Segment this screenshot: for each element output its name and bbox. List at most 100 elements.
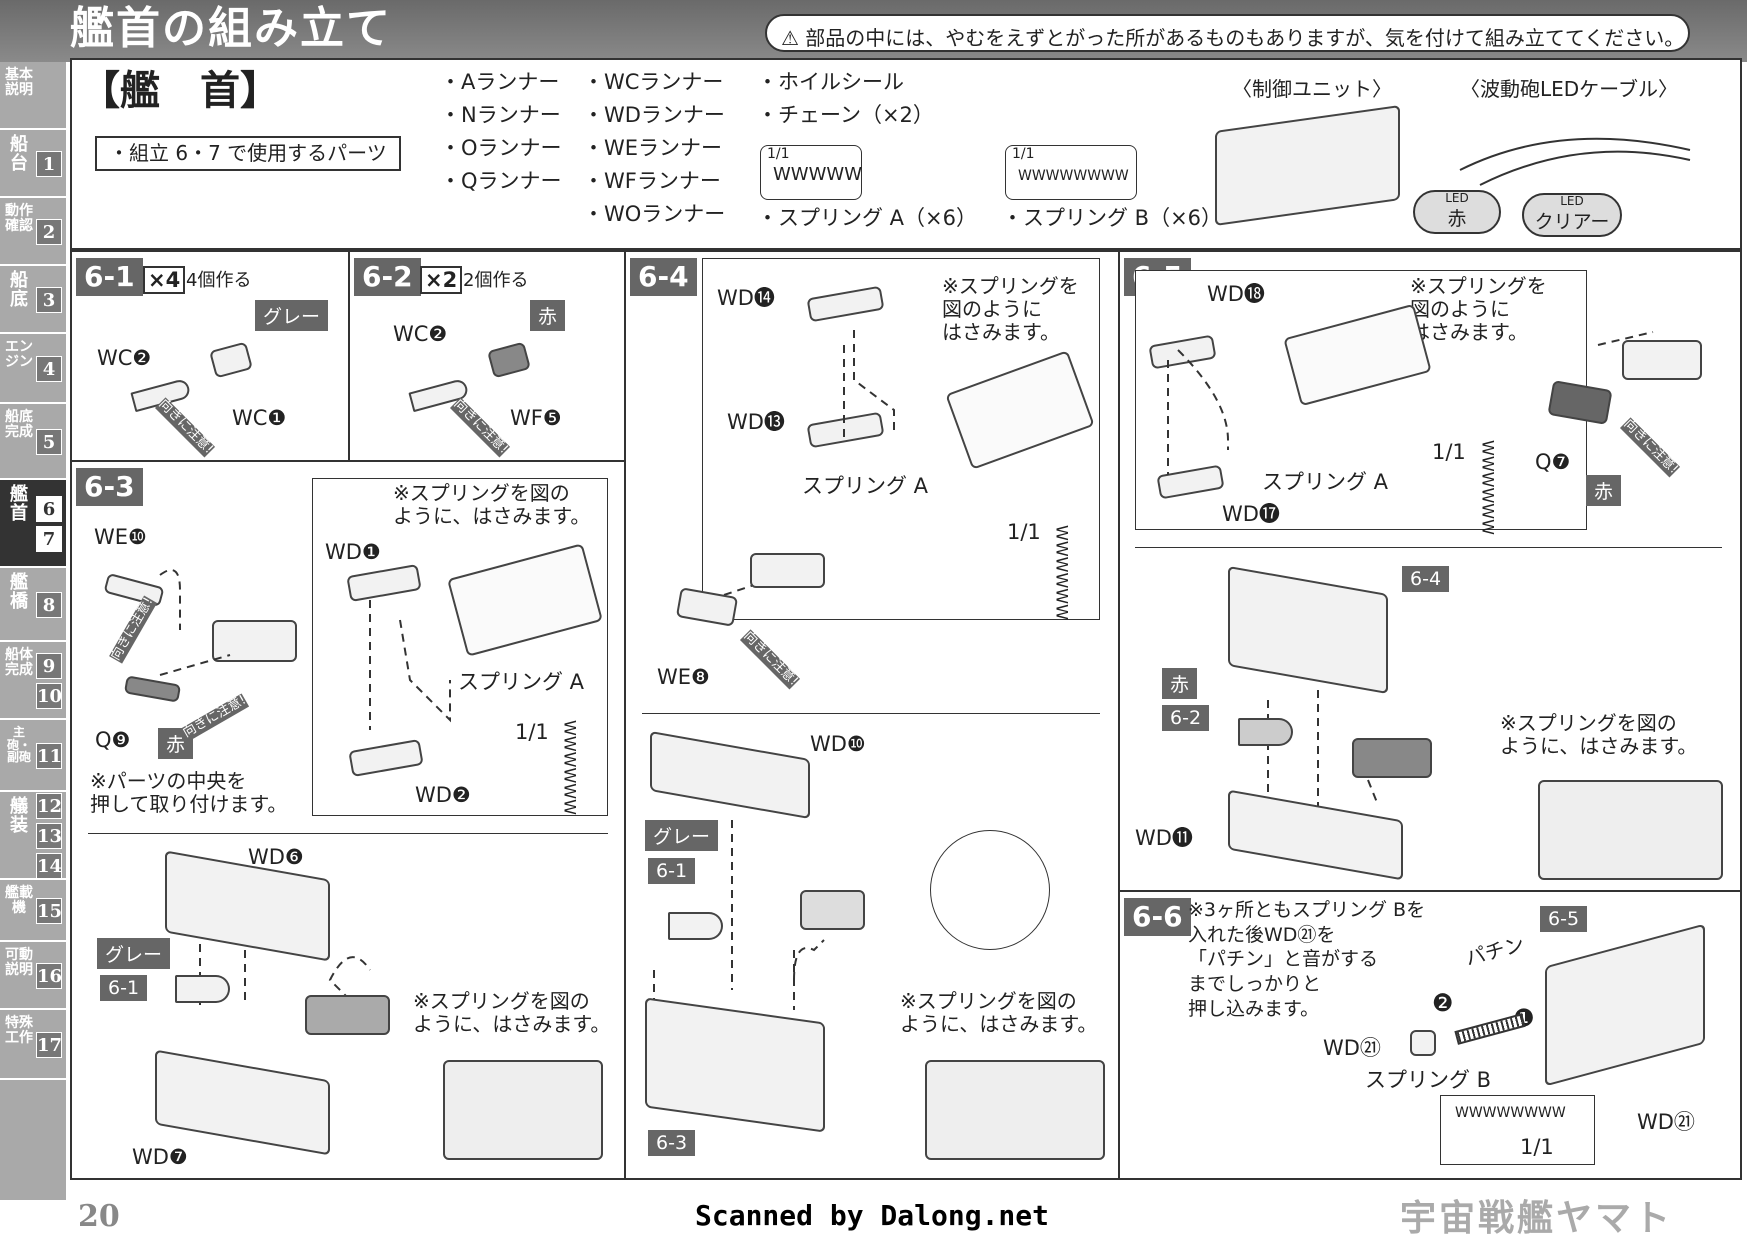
part-drawing	[305, 995, 390, 1035]
sidebar-item-label: 動作確認	[5, 203, 33, 234]
part-label: WD❿	[810, 732, 866, 756]
part-label: Q❼	[1535, 450, 1571, 474]
spring-detail-drawing	[443, 1060, 603, 1160]
spring-note: ※スプリングを 図のように はさみます。	[942, 274, 1079, 344]
step-number: 6-1	[76, 258, 143, 296]
sidebar-item-8[interactable]: 艦橋 8	[0, 568, 66, 642]
chapter-number-badge: 12	[36, 793, 62, 819]
warning-banner: ⚠ 部品の中には、やむをえずとがった所があるものもありますが、気を付けて組み立て…	[765, 14, 1690, 52]
sidebar-item-label: 艦首	[10, 484, 28, 524]
part-drawing	[1352, 738, 1432, 778]
sidebar-item-1[interactable]: 基本説明	[0, 62, 66, 130]
assembly-divider	[1135, 547, 1722, 548]
parts-title: 【艦 首】	[80, 67, 280, 114]
runner-item: ・Oランナー	[440, 136, 562, 160]
spring-label: スプリング A	[1262, 470, 1389, 494]
runner-item: ・WCランナー	[583, 70, 724, 94]
part-drawing	[668, 912, 723, 940]
spring-note: ※スプリングを図の ように、はさみます。	[900, 989, 1098, 1036]
chapter-number-badge: 6	[36, 496, 62, 522]
spring-a-sample	[760, 145, 862, 200]
color-tag: グレー	[255, 300, 329, 331]
sidebar-item-label: 特殊工作	[5, 1015, 33, 1046]
spring-label: スプリング A	[458, 670, 585, 694]
scan-credit: Scanned by Dalong.net	[695, 1199, 1050, 1232]
sidebar-item-label: 基本説明	[5, 67, 33, 98]
zoom-circle	[930, 830, 1050, 950]
sidebar-item-label: 主砲・副砲	[6, 725, 31, 765]
color-tag: グレー	[645, 820, 719, 851]
part-label: WD❻	[248, 845, 304, 869]
ref-tag: 6-1	[648, 858, 696, 884]
parts-usage: ・組立 6・7 で使用するパーツ	[95, 136, 401, 171]
ref-tag: 6-1	[100, 975, 148, 1001]
chapter-number-badge: 8	[36, 592, 62, 618]
part-drawing	[212, 620, 297, 662]
sidebar-item-label: 船体完成	[5, 647, 33, 678]
chapter-number-badge: 16	[36, 963, 62, 989]
assembly-divider	[88, 833, 608, 834]
chapter-number-badge: 4	[36, 356, 62, 382]
spring-b-sample	[1005, 145, 1137, 200]
part-label: WD㉑	[1637, 1110, 1695, 1134]
runner-item: ・WEランナー	[583, 136, 723, 160]
spring-a-coil: WWWWW	[773, 164, 862, 185]
runner-item: ・WFランナー	[583, 169, 721, 193]
spring-b-callout	[1440, 1095, 1595, 1165]
spring-b-scale: 1/1	[1012, 146, 1035, 162]
spring-note: ※スプリングを図の ように、はさみます。	[393, 481, 591, 528]
sidebar-item-label: 船台	[10, 134, 28, 174]
sidebar-item-label: 船底	[10, 270, 28, 310]
multiplier-badge: ×4	[143, 266, 186, 295]
sidebar-item-label: 艦橋	[10, 572, 28, 612]
note: ※3ヶ所ともスプリング Bを 入れた後WD㉑を 「パチン」と音がする までしっか…	[1188, 899, 1426, 1020]
step-badge: ❷	[1432, 989, 1454, 1017]
part-drawing	[175, 975, 230, 1003]
chapter-number-badge: 15	[36, 898, 62, 924]
part-label: WD㉑	[1323, 1036, 1381, 1060]
part-drawing	[1410, 1030, 1436, 1056]
spring-note: ※スプリングを 図のように はさみます。	[1410, 274, 1547, 344]
spring-detail-drawing	[925, 1060, 1105, 1160]
note: ※パーツの中央を 押して取り付けます。	[90, 769, 288, 816]
sidebar-item-2[interactable]: 船台 1	[0, 130, 66, 198]
runner-item: ・Aランナー	[440, 70, 560, 94]
runner-item: ・Nランナー	[440, 103, 561, 127]
runner-item: ・ホイルシール	[757, 70, 904, 94]
part-label: WD⓭	[727, 410, 785, 434]
part-label: WD⓮	[717, 286, 775, 310]
spring-b-coil: WWWWWWWW	[1018, 168, 1129, 184]
ref-tag: 6-3	[648, 1130, 696, 1156]
runner-item: ・WOランナー	[583, 202, 726, 226]
led-cable-drawing	[1459, 137, 1691, 186]
spring-note: ※スプリングを図の ように、はさみます。	[1500, 711, 1698, 758]
page-title: 艦首の組み立て	[70, 3, 392, 54]
multiplier-badge: ×2	[420, 266, 463, 295]
chapter-number-badge: 1	[36, 151, 62, 177]
spring-note: ※スプリングを図の ように、はさみます。	[413, 989, 611, 1036]
step-number: 6-3	[76, 468, 143, 506]
spring-coil: WWWWWW	[1052, 525, 1072, 620]
color-tag: グレー	[97, 938, 171, 969]
part-label: WC❶	[232, 406, 287, 430]
spring-detail-drawing	[1538, 780, 1723, 880]
part-label: WD❷	[415, 783, 471, 807]
step-number: 6-2	[354, 258, 421, 296]
part-drawing	[1238, 718, 1293, 746]
part-label: WF❺	[510, 406, 562, 430]
make-count: 4個作る	[186, 270, 252, 291]
ref-tag: 6-2	[1162, 705, 1210, 731]
spring-coil: WWWWWW	[560, 720, 580, 815]
